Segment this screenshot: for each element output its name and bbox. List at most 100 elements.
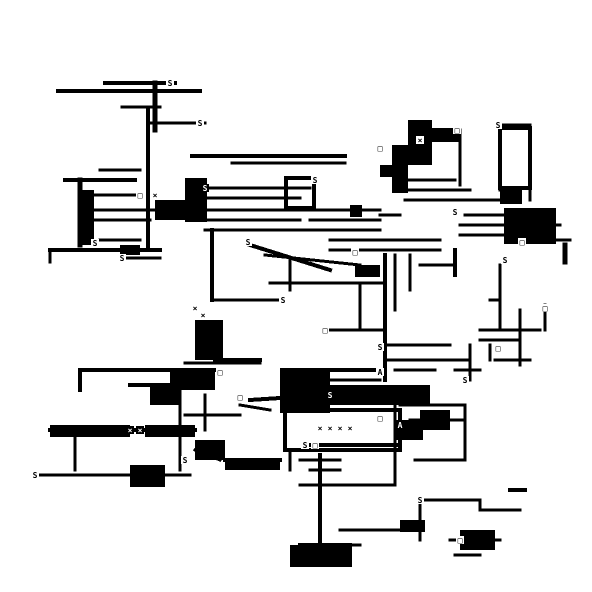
- dark-room: [80, 190, 94, 245]
- dark-room: [390, 385, 430, 405]
- trap-glyph: ×: [418, 136, 423, 145]
- trap-glyph: ×: [193, 304, 198, 313]
- door-tile: [456, 536, 464, 544]
- stairs-tile: [301, 441, 309, 449]
- door-tile: [376, 144, 384, 152]
- dark-room: [355, 265, 380, 277]
- stairs-tile: [326, 391, 334, 399]
- dark-room: [504, 208, 556, 244]
- door-glyph: □: [138, 191, 143, 200]
- stairs-glyph: S: [183, 456, 188, 465]
- room-outline: [298, 543, 352, 567]
- stairs-glyph: S: [328, 391, 333, 400]
- room-outline: [283, 408, 402, 452]
- door-glyph: □: [353, 248, 358, 257]
- stairs-glyph: S: [503, 256, 508, 265]
- dark-room: [400, 520, 425, 532]
- room-outline: [498, 126, 532, 190]
- stairs-tile: [461, 376, 469, 384]
- door-tile: [518, 238, 526, 246]
- stairs-tile: [31, 471, 39, 479]
- trap-tile: [136, 426, 144, 434]
- dark-room: [420, 410, 450, 430]
- trap-tile: [346, 424, 354, 432]
- stairs-glyph: S: [418, 496, 423, 505]
- dark-room: [195, 440, 225, 460]
- door-tile: [311, 441, 319, 449]
- trap-tile: [326, 424, 334, 432]
- dark-room: [380, 165, 394, 177]
- stairs-tile: [118, 254, 126, 262]
- stairs-tile: [376, 343, 384, 351]
- stairs-tile: [196, 119, 204, 127]
- stairs-tile: [311, 176, 319, 184]
- door-tile: [376, 414, 384, 422]
- dark-room: [120, 245, 140, 255]
- stairs-glyph: S: [313, 176, 318, 185]
- door-tile: [453, 126, 461, 134]
- stairs-tile: [494, 121, 502, 129]
- trap-glyph: ×: [338, 424, 343, 433]
- corridor-segment: [238, 403, 272, 412]
- dark-room: [350, 205, 362, 217]
- trap-tile: [126, 426, 134, 434]
- door-glyph: □: [520, 238, 525, 247]
- stairs-glyph: S: [496, 121, 501, 130]
- trap-glyph: ×: [318, 424, 323, 433]
- stairs-tile: [279, 296, 287, 304]
- stairs-glyph: S: [281, 296, 286, 305]
- trap-tile: [191, 304, 199, 312]
- trap-glyph: ×: [328, 424, 333, 433]
- trap-glyph: ×: [128, 426, 133, 435]
- trap-glyph: ×: [138, 426, 143, 435]
- altar-tile: [396, 421, 404, 429]
- stairs-tile: [181, 456, 189, 464]
- stairs-glyph: S: [463, 376, 468, 385]
- stairs-glyph: S: [120, 254, 125, 263]
- stairs-glyph: S: [203, 184, 208, 193]
- dark-room: [500, 190, 522, 204]
- dark-room: [392, 145, 408, 193]
- stairs-glyph: S: [453, 208, 458, 217]
- trap-glyph: ×: [348, 424, 353, 433]
- stairs-glyph: S: [246, 238, 251, 247]
- stairs-glyph: S: [93, 239, 98, 248]
- stairs-glyph: S: [378, 343, 383, 352]
- altar-glyph: A: [378, 368, 383, 377]
- room-outline: [284, 176, 316, 210]
- dark-room: [50, 425, 90, 437]
- stairs-glyph: S: [303, 441, 308, 450]
- trap-tile: [336, 424, 344, 432]
- stairs-tile: [416, 496, 424, 504]
- dark-room: [130, 465, 165, 487]
- dark-room: [460, 530, 495, 550]
- dark-room: [290, 545, 350, 567]
- door-tile: [216, 368, 224, 376]
- door-glyph: □: [313, 441, 318, 450]
- dark-room: [225, 458, 280, 470]
- stairs-glyph: S: [33, 471, 38, 480]
- dark-room: [90, 425, 130, 437]
- door-glyph: □: [378, 144, 383, 153]
- dark-room: [330, 385, 390, 405]
- corridor-segment: [247, 395, 283, 403]
- trap-tile: [199, 311, 207, 319]
- trap-tile: [416, 136, 424, 144]
- stairs-tile: [244, 238, 252, 246]
- door-tile: [321, 326, 329, 334]
- door-tile: [351, 248, 359, 256]
- door-glyph: □: [496, 344, 501, 353]
- door-glyph: □: [458, 536, 463, 545]
- door-glyph: □: [323, 326, 328, 335]
- stairs-glyph: S: [168, 79, 173, 88]
- door-tile: [236, 393, 244, 401]
- door-glyph: □: [238, 393, 243, 402]
- dark-room: [145, 425, 195, 437]
- door-glyph: □: [455, 126, 460, 135]
- door-glyph: □: [378, 414, 383, 423]
- stairs-tile: [166, 79, 174, 87]
- dark-room: [195, 320, 223, 360]
- altar-glyph: A: [398, 421, 403, 430]
- stairs-tile: [201, 184, 209, 192]
